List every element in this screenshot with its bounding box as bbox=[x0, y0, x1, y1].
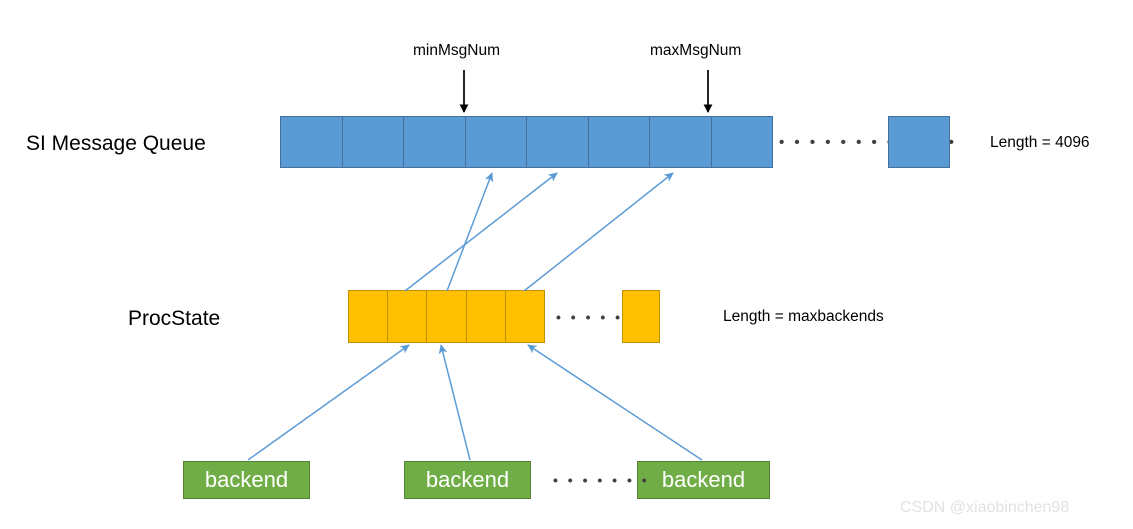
backend-ellipsis: • • • • • • • bbox=[553, 472, 650, 488]
procstate-cell-5 bbox=[504, 291, 544, 342]
si-message-queue-cell-7 bbox=[649, 117, 711, 167]
backend-box-1: backend bbox=[183, 461, 310, 499]
watermark: CSDN @xiaobinchen98 bbox=[900, 499, 1070, 516]
si-message-queue-tail-cell bbox=[888, 116, 950, 168]
si-message-queue-cell-4 bbox=[464, 117, 527, 167]
procstate-length-label: Length = maxbackends bbox=[723, 308, 884, 325]
arrow-backend-2-to-procstate bbox=[438, 344, 471, 461]
arrow-procstate-to-queue-3 bbox=[523, 172, 674, 292]
si-message-queue-cell-5 bbox=[526, 117, 588, 167]
si-message-queue-cell-1 bbox=[281, 117, 342, 167]
row-label-procstate: ProcState bbox=[128, 307, 221, 330]
arrow-procstate-to-queue-1 bbox=[446, 172, 494, 292]
backend-box-3: backend bbox=[637, 461, 770, 499]
arrow-procstate-to-queue-2 bbox=[404, 172, 558, 292]
si-message-queue-array bbox=[280, 116, 773, 168]
arrow-backend-1-to-procstate bbox=[247, 344, 410, 461]
procstate-cell-1 bbox=[349, 291, 387, 342]
procstate-tail-cell bbox=[622, 290, 660, 343]
backend-box-2: backend bbox=[404, 461, 531, 499]
row-label-si-message-queue: SI Message Queue bbox=[26, 132, 206, 155]
procstate-cell-3 bbox=[426, 291, 465, 342]
queue-length-label: Length = 4096 bbox=[990, 134, 1090, 151]
si-message-queue-cell-6 bbox=[587, 117, 650, 167]
si-message-queue-cell-8 bbox=[710, 117, 773, 167]
si-message-queue-cell-2 bbox=[341, 117, 404, 167]
pointer-label-minmsgnum: minMsgNum bbox=[413, 42, 500, 59]
procstate-array bbox=[348, 290, 545, 343]
procstate-cell-2 bbox=[387, 291, 426, 342]
si-message-queue-cell-3 bbox=[403, 117, 465, 167]
procstate-cell-4 bbox=[465, 291, 505, 342]
arrow-backend-3-to-procstate bbox=[527, 344, 703, 461]
pointer-label-maxmsgnum: maxMsgNum bbox=[650, 42, 742, 59]
